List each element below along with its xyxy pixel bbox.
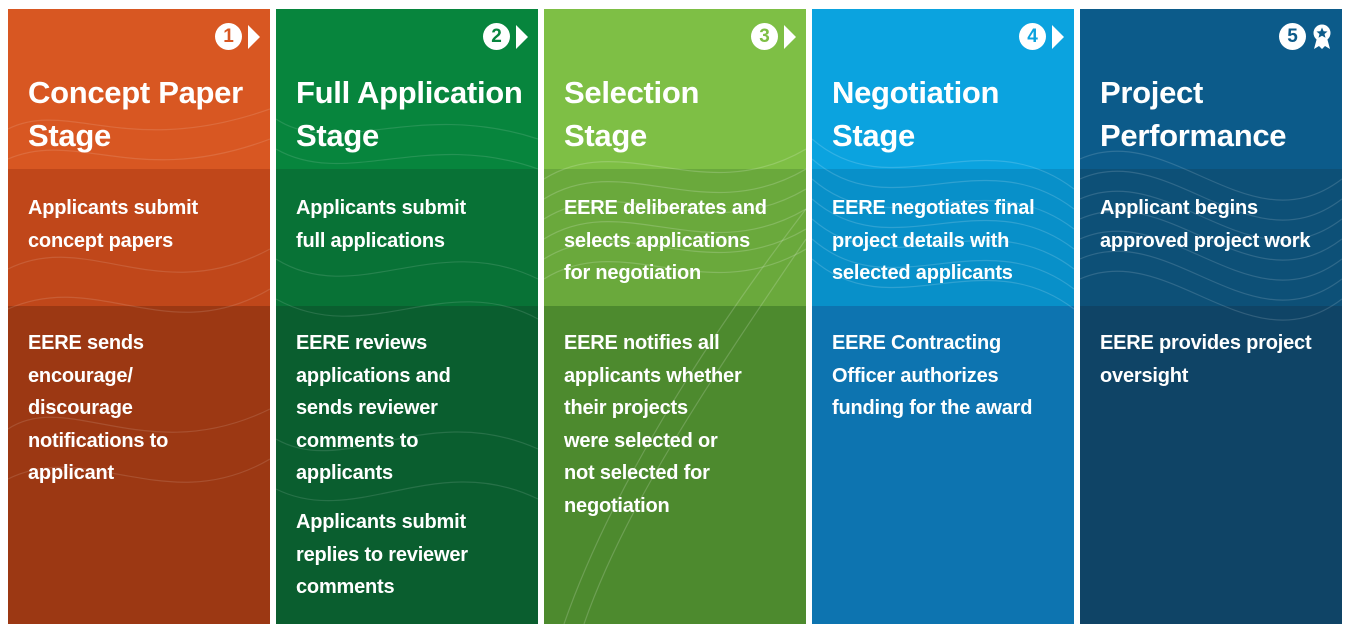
eere-action-text: EERE reviews applications and sends revi… [296, 332, 451, 484]
step-indicator: 5 [1279, 23, 1332, 50]
arrow-right-icon [1052, 24, 1064, 49]
step-indicator: 2 [483, 23, 528, 50]
applicant-reply-text: Applicants submit replies to reviewer co… [296, 511, 468, 598]
arrow-right-icon [784, 24, 796, 49]
step-number-badge: 3 [751, 23, 778, 50]
stage-column-full-application: 2 Full Application Stage Applicants subm… [276, 9, 538, 624]
step-indicator: 3 [751, 23, 796, 50]
eere-action-band [544, 306, 806, 624]
eere-action-text: EERE notifies all applicants whether the… [564, 332, 742, 517]
arrow-right-icon [248, 24, 260, 49]
eere-action-text: EERE provides project oversight [1100, 332, 1312, 387]
applicant-action-band [1080, 169, 1342, 306]
applicant-action-text: Applicants submit full applications [296, 197, 466, 252]
stage-column-concept-paper: 1 Concept Paper Stage Applicants submit … [8, 9, 270, 624]
eere-action-band [276, 306, 538, 624]
applicant-action-band [812, 169, 1074, 306]
eere-action-band [812, 306, 1074, 624]
stage-title: Selection Stage [564, 75, 700, 153]
stage-title: Full Application Stage [296, 75, 523, 153]
eere-action-text: EERE Contracting Officer authorizes fund… [832, 332, 1033, 419]
step-number-badge: 5 [1279, 23, 1306, 50]
step-indicator: 4 [1019, 23, 1064, 50]
stage-column-project-performance: 5 Project Performance Applicant begins a… [1080, 9, 1342, 624]
step-indicator: 1 [215, 23, 260, 50]
applicant-action-text: Applicants submit concept papers [28, 197, 198, 252]
stage-title: Project Performance [1100, 75, 1287, 153]
eere-negotiation-text: EERE negotiates final project details wi… [832, 197, 1035, 284]
arrow-right-icon [516, 24, 528, 49]
eere-selection-text: EERE deliberates and selects application… [564, 197, 767, 284]
step-number-badge: 1 [215, 23, 242, 50]
step-number-badge: 4 [1019, 23, 1046, 50]
eere-action-text: EERE sends encourage/ discourage notific… [28, 332, 169, 484]
award-ribbon-icon [1313, 24, 1331, 49]
eere-action-band [1080, 306, 1342, 624]
stage-title: Concept Paper Stage [28, 75, 243, 153]
applicant-action-text: Applicant begins approved project work [1100, 197, 1311, 252]
stage-column-negotiation: 4 Negotiation Stage EERE negotiates fina… [812, 9, 1074, 624]
stage-column-selection: 3 Selection Stage EERE deliberates and s… [544, 9, 806, 624]
applicant-action-band [544, 169, 806, 306]
applicant-action-band [276, 169, 538, 306]
applicant-action-band [8, 169, 270, 306]
eere-action-band [8, 306, 270, 624]
step-number-badge: 2 [483, 23, 510, 50]
stage-title: Negotiation Stage [832, 75, 1000, 153]
